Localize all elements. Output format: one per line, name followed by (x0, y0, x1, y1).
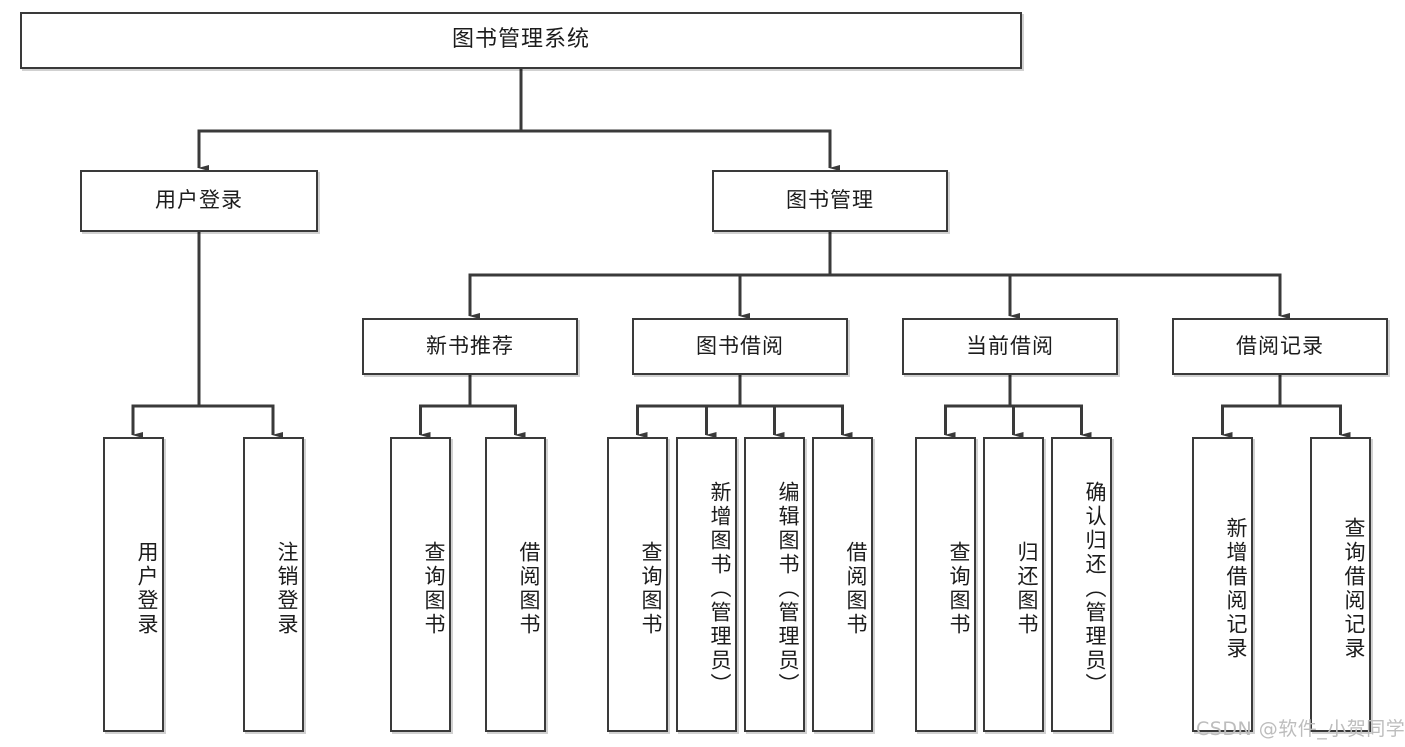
connector-borrow-record-to-br-query-record (1278, 375, 1351, 438)
node-bb-add-book[interactable]: 新增图书（管理员） (676, 437, 737, 732)
node-user-login[interactable]: 用户登录 (80, 170, 318, 232)
node-cb-return-book[interactable]: 归还图书 (983, 437, 1044, 732)
node-current-borrow[interactable]: 当前借阅 (902, 318, 1118, 375)
connector-new-book-recommend-to-nb-query-book (419, 375, 472, 438)
node-user-logout-leaf[interactable]: 注销登录 (243, 437, 304, 732)
connector-book-manage-to-current-borrow (828, 232, 1020, 319)
node-user-login-label: 用户登录 (155, 188, 243, 213)
node-book-manage[interactable]: 图书管理 (712, 170, 948, 232)
node-cb-query-book-label: 查询图书 (947, 540, 971, 637)
node-book-borrow-label: 图书借阅 (696, 333, 784, 358)
node-bb-edit-book-label: 编辑图书（管理员） (776, 480, 800, 697)
node-br-query-record-label: 查询借阅记录 (1342, 516, 1366, 661)
connector-book-manage-to-book-borrow (738, 232, 832, 319)
node-br-add-record-label: 新增借阅记录 (1224, 516, 1248, 661)
node-borrow-record-label: 借阅记录 (1236, 333, 1324, 358)
node-new-book-recommend-label: 新书推荐 (426, 333, 514, 358)
node-bb-borrow-book-label: 借阅图书 (844, 540, 868, 637)
connector-book-manage-to-new-book-recommend (468, 232, 832, 319)
node-cb-confirm-return-label: 确认归还（管理员） (1083, 480, 1107, 697)
node-bb-query-book-label: 查询图书 (639, 540, 663, 637)
connector-borrow-record-to-br-add-record (1221, 375, 1282, 438)
node-nb-query-book-label: 查询图书 (422, 540, 446, 637)
node-br-query-record[interactable]: 查询借阅记录 (1310, 437, 1371, 732)
node-book-borrow[interactable]: 图书借阅 (632, 318, 848, 375)
connector-book-borrow-to-bb-edit-book (738, 375, 785, 438)
node-br-add-record[interactable]: 新增借阅记录 (1192, 437, 1253, 732)
node-root[interactable]: 图书管理系统 (20, 12, 1022, 69)
node-root-label: 图书管理系统 (451, 27, 590, 53)
node-bb-query-book[interactable]: 查询图书 (607, 437, 668, 732)
connector-book-borrow-to-bb-add-book (705, 375, 742, 438)
node-nb-borrow-book-label: 借阅图书 (517, 540, 541, 637)
connector-new-book-recommend-to-nb-borrow-book (468, 375, 526, 438)
connector-current-borrow-to-cb-confirm-return (1008, 375, 1092, 438)
node-bb-edit-book[interactable]: 编辑图书（管理员） (744, 437, 805, 732)
connector-book-manage-to-borrow-record (828, 232, 1290, 319)
node-borrow-record[interactable]: 借阅记录 (1172, 318, 1388, 375)
connector-book-borrow-to-bb-borrow-book (738, 375, 853, 438)
node-cb-return-book-label: 归还图书 (1015, 540, 1039, 637)
node-bb-borrow-book[interactable]: 借阅图书 (812, 437, 873, 732)
node-nb-borrow-book[interactable]: 借阅图书 (485, 437, 546, 732)
connector-root-to-user-login (197, 69, 523, 171)
node-bb-add-book-label: 新增图书（管理员） (708, 480, 732, 697)
connector-user-login-to-user-login-leaf (131, 232, 201, 438)
node-user-logout-leaf-label: 注销登录 (275, 540, 299, 637)
connector-root-to-book-manage (519, 69, 840, 171)
node-nb-query-book[interactable]: 查询图书 (390, 437, 451, 732)
connector-current-borrow-to-cb-return-book (1008, 375, 1024, 438)
node-user-login-leaf-label: 用户登录 (135, 540, 159, 637)
connector-user-login-to-user-logout-leaf (197, 232, 283, 438)
node-current-borrow-label: 当前借阅 (966, 333, 1054, 358)
node-book-manage-label: 图书管理 (786, 188, 874, 213)
node-cb-query-book[interactable]: 查询图书 (915, 437, 976, 732)
node-new-book-recommend[interactable]: 新书推荐 (362, 318, 578, 375)
csdn-watermark: CSDN @软件_小贺同学 (1196, 718, 1405, 740)
connector-book-borrow-to-bb-query-book (636, 375, 742, 438)
node-user-login-leaf[interactable]: 用户登录 (103, 437, 164, 732)
connector-current-borrow-to-cb-query-book (944, 375, 1012, 438)
node-cb-confirm-return[interactable]: 确认归还（管理员） (1051, 437, 1112, 732)
